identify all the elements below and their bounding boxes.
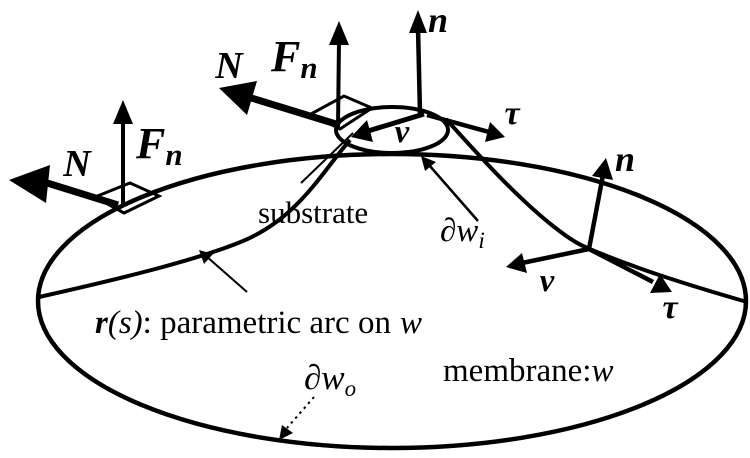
parametric-arc-left: [38, 138, 352, 299]
vector-nu-label-top: ν: [395, 114, 410, 150]
nu-top-arrow: [367, 111, 425, 134]
force-Fn-inner-arrow: [336, 39, 341, 128]
outer-boundary-pointer-arrow: [286, 396, 315, 429]
vector-nu-label-right: ν: [540, 263, 555, 299]
arc-pointer-arrowhead: [199, 250, 213, 264]
force-N-inner-arrowhead: [219, 81, 257, 115]
outer-boundary-label: ∂wo: [304, 358, 356, 401]
normal-n-top-arrowhead: [409, 10, 427, 33]
normal-n-top-arrow: [415, 27, 423, 115]
force-N-outer-arrowhead: [9, 165, 50, 203]
arc-pointer-arrow: [205, 255, 248, 293]
membrane-outline: [35, 151, 749, 451]
inner-boundary-pointer-arrow: [428, 164, 479, 222]
force-Fn-inner-arrowhead: [329, 21, 349, 45]
tangent-plane-marker-outer: [91, 181, 163, 215]
inner-boundary-label: ∂wi: [440, 213, 485, 253]
nu-right-arrow: [521, 246, 590, 266]
force-N-inner-arrow: [246, 93, 338, 128]
tau-right-arrowhead: [650, 274, 672, 293]
vector-n-label-top: n: [428, 0, 448, 40]
vector-N-label-outer: N: [62, 143, 92, 185]
tangent-plane-marker-inner: [307, 94, 376, 131]
membrane-label: membrane:w: [443, 353, 613, 389]
tau-top-arrowhead: [485, 122, 505, 142]
vector-tau-label-right: τ: [662, 289, 678, 326]
nu-top-arrowhead: [351, 120, 373, 142]
outer-boundary-pointer-arrowhead: [279, 425, 293, 440]
vector-n-label-right: n: [615, 139, 635, 179]
substrate-label: substrate: [258, 195, 368, 230]
vector-Fn-label-inner: Fn: [270, 32, 318, 85]
force-Fn-outer-arrowhead: [113, 100, 133, 124]
vector-tau-label-top: τ: [504, 95, 520, 132]
inner-boundary-pointer-arrowhead: [421, 156, 436, 171]
parametric-arc-right: [444, 117, 748, 304]
nu-right-arrowhead: [506, 253, 527, 273]
force-N-outer-arrow: [42, 178, 120, 209]
tau-top-arrow: [426, 112, 490, 135]
substrate-disk: [334, 105, 450, 155]
normal-n-right-arrowhead: [592, 158, 613, 180]
vector-N-label-inner: N: [214, 45, 244, 87]
vector-Fn-label-outer: Fn: [135, 119, 183, 172]
tau-right-arrow: [587, 247, 655, 284]
normal-n-right-arrow: [586, 174, 606, 250]
